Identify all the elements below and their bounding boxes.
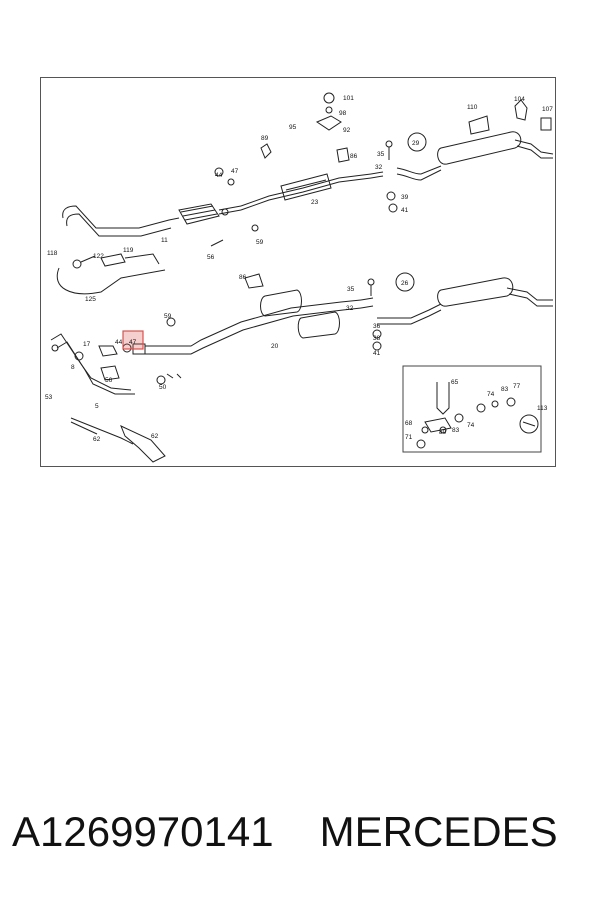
part-label-41a: 41 — [401, 207, 409, 214]
exhaust-system-diagram: 101 98 92 95 89 86 110 104 107 35 29 32 … — [40, 77, 556, 467]
mount-104 — [514, 99, 528, 121]
part-label-125: 125 — [85, 296, 96, 303]
part-label-44a: 44 — [215, 172, 223, 179]
part-caption: A1269970141 MERCEDES — [12, 808, 592, 858]
part-label-95: 95 — [289, 124, 297, 131]
part-label-36: 36 — [373, 323, 381, 330]
part-label-53: 53 — [45, 394, 53, 401]
hanger-92 — [315, 115, 342, 131]
part-label-59a: 59 — [256, 239, 264, 246]
part-label-11: 11 — [161, 237, 168, 244]
part-label-8: 8 — [71, 364, 75, 371]
part-label-5: 5 — [95, 403, 99, 410]
clamp-upper — [221, 208, 229, 216]
bracket-62a — [70, 417, 134, 445]
detail-inset — [402, 365, 542, 453]
part-label-83a: 83 — [501, 386, 509, 393]
highlight-box-47 — [122, 330, 144, 350]
part-label-77: 77 — [513, 383, 521, 390]
catalytic-converter-upper — [178, 203, 220, 225]
mount-107 — [540, 117, 552, 131]
part-label-83b: 83 — [452, 427, 460, 434]
downpipe-upper — [62, 205, 180, 229]
oxygen-sensor-wire — [56, 267, 166, 295]
part-label-104: 104 — [514, 96, 525, 103]
part-label-89: 89 — [261, 135, 269, 142]
part-label-35b: 35 — [347, 286, 355, 293]
highlight-fill-47 — [123, 331, 143, 349]
hanger-86b — [244, 273, 264, 289]
part-label-23: 23 — [311, 199, 319, 206]
rear-muffler-upper — [437, 131, 522, 165]
part-label-20: 20 — [271, 343, 279, 350]
front-resonator-lower — [260, 289, 302, 317]
part-label-86a: 86 — [350, 153, 358, 160]
rear-muffler-lower — [437, 277, 514, 307]
hanger-86a — [336, 147, 350, 163]
part-label-39a: 39 — [401, 194, 409, 201]
hanger-89 — [260, 143, 272, 159]
part-label-119: 119 — [123, 247, 134, 254]
part-label-38: 38 — [373, 335, 381, 342]
mount-110 — [468, 115, 490, 135]
brand-name: MERCEDES — [319, 808, 558, 855]
part-label-86b: 86 — [239, 274, 247, 281]
part-label-47b: 47 — [129, 339, 137, 346]
part-label-32a: 32 — [375, 164, 383, 171]
part-label-74a: 74 — [487, 391, 495, 398]
part-label-47a: 47 — [231, 168, 239, 175]
part-label-122: 122 — [93, 253, 104, 260]
diagram-drawing: 101 98 92 95 89 86 110 104 107 35 29 32 … — [45, 92, 553, 463]
callout-circle-26 — [395, 272, 415, 292]
part-label-26: 26 — [401, 280, 409, 287]
part-label-107: 107 — [542, 106, 553, 113]
part-label-68: 68 — [405, 420, 413, 427]
part-label-56b: 56 — [105, 377, 113, 384]
part-label-101: 101 — [343, 95, 354, 102]
part-label-62b: 62 — [151, 433, 159, 440]
part-label-50: 50 — [159, 384, 167, 391]
part-label-92: 92 — [343, 127, 351, 134]
part-label-17: 17 — [83, 341, 91, 348]
part-label-59b: 59 — [164, 313, 172, 320]
part-label-74b: 74 — [467, 422, 475, 429]
part-label-32b: 32 — [346, 305, 354, 312]
part-label-98: 98 — [339, 110, 347, 117]
callout-circle-29 — [407, 132, 427, 152]
part-label-56a: 56 — [207, 254, 215, 261]
part-label-35a: 35 — [377, 151, 385, 158]
rear-resonator-lower — [297, 311, 340, 339]
part-label-118: 118 — [47, 250, 58, 257]
part-label-110: 110 — [467, 104, 478, 111]
part-label-65: 65 — [451, 379, 459, 386]
part-label-44b: 44 — [115, 339, 123, 346]
part-label-113: 113 — [537, 405, 548, 412]
part-number: A1269970141 — [12, 808, 274, 855]
center-muffler-upper — [280, 173, 332, 201]
part-label-71: 71 — [405, 434, 413, 441]
part-label-29: 29 — [412, 140, 420, 147]
part-label-62a: 62 — [93, 436, 101, 443]
part-label-80: 80 — [439, 429, 447, 436]
bracket-62b — [120, 425, 166, 463]
wrench-tool-icon — [519, 414, 539, 434]
part-label-41b: 41 — [373, 350, 381, 357]
